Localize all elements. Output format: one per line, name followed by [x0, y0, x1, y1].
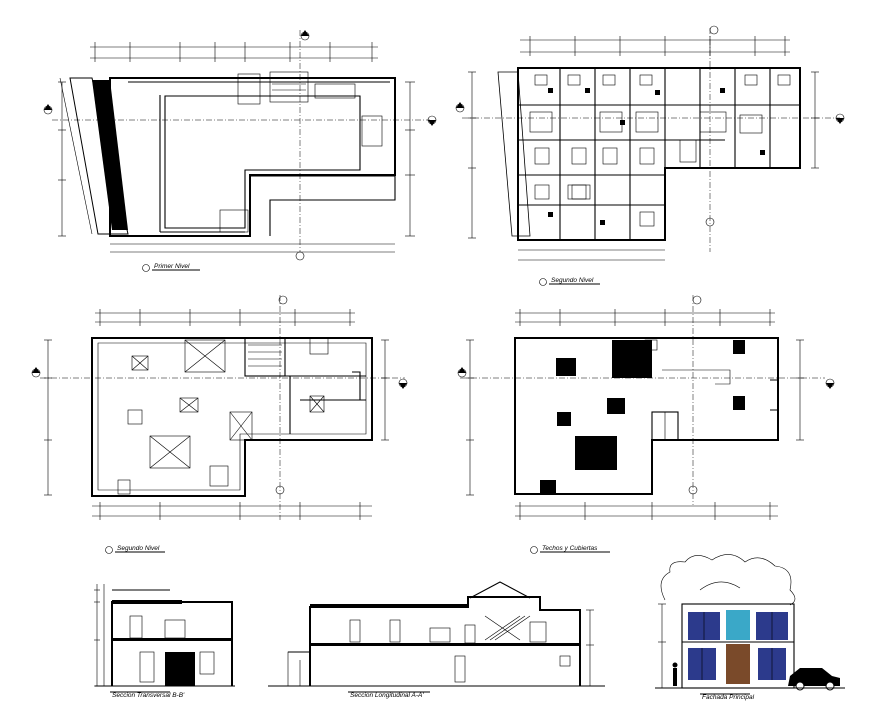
title-second-level-b: Segundo Nivel — [117, 545, 160, 552]
title-second-level: Segundo Nivel — [551, 277, 594, 284]
title-facade: Fachada Principal — [702, 694, 755, 701]
plan-second-level-b: Segundo Nivel — [31, 295, 408, 554]
facade-main: Fachada Principal — [655, 554, 845, 701]
plan-second-level: Segundo Nivel — [455, 25, 845, 286]
plan-first-level: Primer Nivel — [43, 30, 437, 272]
title-section-bb: Seccion Transversal B-B' — [112, 692, 185, 699]
title-first-level: Primer Nivel — [154, 263, 190, 270]
section-bb: Seccion Transversal B-B' — [94, 584, 235, 699]
section-aa: Seccion Longitudinal A-A' — [268, 581, 605, 699]
plan-roofs: Techos y Cubiertas — [457, 295, 835, 554]
title-roofs: Techos y Cubiertas — [542, 545, 598, 552]
title-section-aa: Seccion Longitudinal A-A' — [350, 692, 424, 699]
